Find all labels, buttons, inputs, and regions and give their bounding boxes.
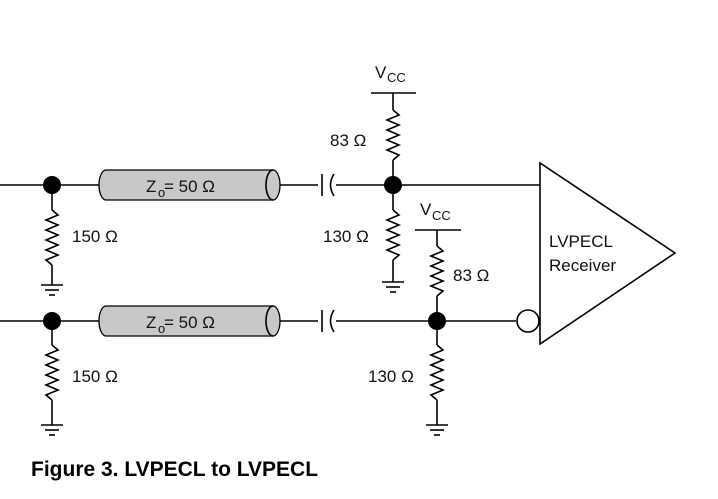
bottom-tline-z-label: Z — [146, 313, 156, 332]
bottom-pulldown-label: 130 Ω — [368, 367, 414, 386]
top-source-termination: 150 Ω — [41, 176, 118, 296]
top-pullup-resistor — [384, 109, 402, 161]
bottom-tline-z-sub: o — [158, 321, 165, 336]
receiver-label-line1: LVPECL — [549, 232, 613, 251]
receiver-triangle — [539, 161, 677, 346]
top-tline-impedance: = 50 Ω — [164, 177, 215, 196]
inverting-input-bubble — [516, 309, 540, 333]
bottom-source-termination: 150 Ω — [41, 312, 118, 436]
figure-caption: Figure 3. LVPECL to LVPECL — [31, 458, 318, 481]
top-thevenin-network: V CC 83 Ω 130 Ω — [323, 63, 416, 293]
top-coupling-capacitor — [321, 173, 335, 197]
vcc-bottom-sub: CC — [432, 208, 451, 223]
top-pullup-label: 83 Ω — [330, 131, 366, 150]
bottom-pullup-label: 83 Ω — [453, 266, 489, 285]
vcc-bottom-label: V — [420, 200, 432, 219]
vcc-top-label: V — [375, 63, 387, 82]
lvpecl-receiver: LVPECL Receiver — [516, 161, 677, 346]
bottom-thevenin-network: V CC 83 Ω 130 Ω — [368, 200, 489, 436]
vcc-top-sub: CC — [387, 70, 406, 85]
bottom-source-pulldown-label: 150 Ω — [72, 367, 118, 386]
bottom-pulldown-resistor — [428, 344, 446, 401]
bottom-source-pulldown-resistor — [43, 344, 61, 401]
top-source-pulldown-resistor — [43, 209, 61, 266]
top-tline-z-sub: o — [158, 185, 165, 200]
bottom-pullup-resistor — [428, 245, 446, 297]
bottom-tline-impedance: = 50 Ω — [164, 313, 215, 332]
top-pulldown-label: 130 Ω — [323, 227, 369, 246]
top-transmission-line: Z o = 50 Ω — [98, 169, 281, 201]
top-pulldown-resistor — [384, 209, 402, 261]
bottom-coupling-capacitor — [321, 309, 335, 333]
top-tline-z-label: Z — [146, 177, 156, 196]
receiver-label-line2: Receiver — [549, 256, 616, 275]
bottom-transmission-line: Z o = 50 Ω — [98, 305, 281, 337]
top-source-pulldown-label: 150 Ω — [72, 227, 118, 246]
